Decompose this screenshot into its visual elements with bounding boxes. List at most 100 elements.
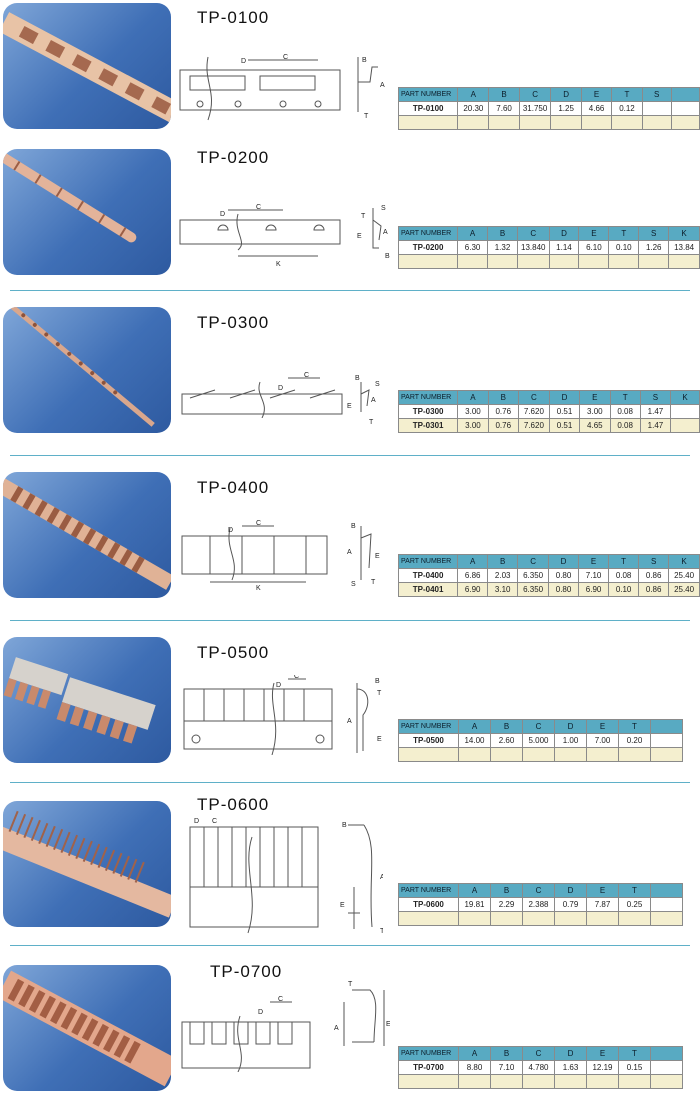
svg-text:B: B (362, 57, 367, 64)
product-photo (3, 637, 171, 763)
svg-text:S: S (375, 381, 380, 388)
column-header: D (548, 226, 580, 241)
value-cell: 4.780 (522, 1060, 555, 1075)
value-cell: 1.32 (487, 240, 518, 255)
part-number-cell: TP-0401 (397, 582, 459, 597)
svg-text:B: B (351, 523, 356, 530)
svg-text:A: A (334, 1025, 339, 1032)
column-header: A (458, 719, 491, 734)
value-cell: 6.90 (457, 582, 489, 597)
column-header (650, 719, 683, 734)
svg-text:T: T (377, 690, 382, 697)
product-photo (3, 801, 171, 927)
value-cell: 13.84 (668, 240, 700, 255)
svg-text:K: K (276, 261, 281, 268)
svg-text:E: E (340, 902, 345, 909)
technical-drawing: CD (183, 675, 333, 755)
header-label: PART NUMBER (398, 883, 459, 898)
column-header: T (609, 390, 641, 405)
column-header: D (554, 1046, 587, 1061)
value-cell: 19.81 (458, 897, 491, 912)
svg-text:A: A (347, 718, 352, 725)
value-cell: 20.30 (457, 101, 490, 116)
svg-text:E: E (386, 1021, 390, 1028)
svg-text:T: T (369, 419, 374, 426)
svg-text:E: E (347, 403, 352, 410)
column-header: K (670, 390, 700, 405)
value-cell: 0.86 (638, 568, 670, 583)
product-title: TP-0300 (197, 313, 270, 332)
column-header: B (490, 883, 523, 898)
value-cell: 0.15 (618, 1060, 651, 1075)
blank-row (398, 1074, 683, 1089)
part-number-cell: TP-0600 (398, 897, 459, 912)
value-cell: 4.65 (579, 418, 611, 433)
section-divider (10, 782, 690, 783)
value-cell: 3.00 (579, 404, 611, 419)
column-header: A (457, 554, 489, 569)
value-cell: 0.51 (548, 404, 581, 419)
svg-text:D: D (194, 818, 199, 825)
value-cell: 31.750 (518, 101, 552, 116)
value-cell: 0.86 (638, 582, 670, 597)
column-header: E (578, 226, 610, 241)
value-cell: 1.47 (639, 404, 672, 419)
value-cell: 7.00 (586, 733, 619, 748)
product-photo (3, 3, 171, 129)
product-photo (3, 149, 171, 275)
section-divider (10, 290, 690, 291)
value-cell: 1.47 (639, 418, 672, 433)
technical-drawing: CD K (181, 520, 328, 590)
value-cell: 2.388 (522, 897, 555, 912)
product-title: TP-0700 (210, 962, 283, 981)
column-header: A (458, 1046, 491, 1061)
column-header: C (516, 226, 550, 241)
value-cell: 0.10 (608, 582, 640, 597)
part-number-cell: TP-0500 (398, 733, 459, 748)
svg-text:D: D (228, 527, 233, 534)
svg-text:C: C (304, 372, 309, 379)
technical-drawing: CD (181, 996, 311, 1072)
value-cell: 0.25 (618, 897, 651, 912)
column-header: K (668, 554, 700, 569)
svg-text:B: B (355, 375, 360, 382)
column-header: D (554, 883, 587, 898)
value-cell (650, 733, 683, 748)
column-header: A (457, 226, 489, 241)
value-cell: 6.10 (578, 240, 610, 255)
value-cell (650, 1060, 683, 1075)
profile-drawing: TAE (334, 981, 390, 1046)
part-number-cell: TP-0200 (397, 240, 459, 255)
column-header: B (487, 226, 518, 241)
column-header: T (611, 87, 643, 102)
column-header (650, 883, 683, 898)
value-cell: 0.08 (609, 404, 641, 419)
column-header: D (548, 390, 581, 405)
column-header: C (518, 87, 552, 102)
value-cell: 1.25 (550, 101, 582, 116)
value-cell: 13.840 (516, 240, 550, 255)
technical-drawing: CD K (179, 204, 341, 268)
part-number-cell: TP-0700 (398, 1060, 459, 1075)
value-cell: 2.03 (487, 568, 519, 583)
svg-text:A: A (380, 82, 385, 89)
value-cell: 0.12 (611, 101, 643, 116)
value-cell: 4.66 (580, 101, 613, 116)
column-header: B (488, 87, 520, 102)
svg-text:A: A (383, 229, 388, 236)
value-cell: 0.08 (609, 418, 641, 433)
column-header: B (490, 719, 523, 734)
value-cell: 1.26 (638, 240, 670, 255)
value-cell: 25.40 (668, 568, 700, 583)
product-title: TP-0200 (197, 148, 270, 167)
value-cell: 0.10 (608, 240, 640, 255)
